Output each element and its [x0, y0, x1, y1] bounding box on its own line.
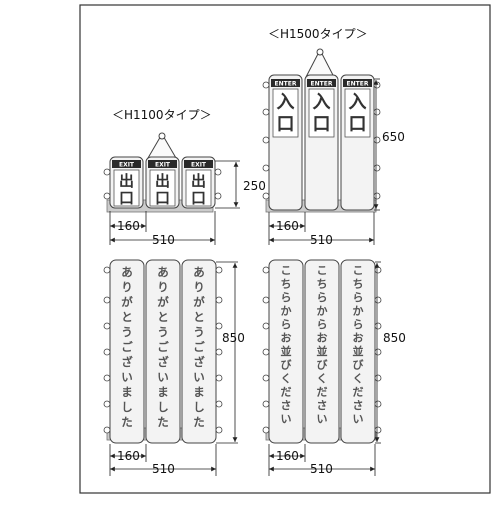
sign-text: 出口 [155, 172, 170, 207]
vertical-sign-text: ありがとうございました [157, 265, 169, 429]
column-1: ENTER 入口 [268, 74, 303, 211]
vertical-sign-text: ありがとうございました [193, 265, 205, 429]
exit-label: EXIT [191, 162, 207, 169]
column-2: EXIT 出口 [145, 156, 180, 209]
unit-width-dimension: 160 [276, 219, 299, 233]
column-2: ありがとうございました [145, 259, 181, 444]
exit-label: EXIT [155, 162, 171, 169]
unit-width-dimension: 160 [117, 219, 140, 233]
sign-text: 入口 [313, 92, 331, 135]
exit-header [148, 160, 177, 168]
total-width-dimension: 510 [310, 462, 333, 476]
vertical-sign-text: こちらからお並びください [317, 264, 329, 426]
column-1: こちらからお並びください [268, 259, 304, 444]
cone-tip [316, 48, 324, 56]
cone-tip [158, 132, 166, 140]
side-knobs [103, 266, 223, 434]
vertical-sign-text: ありがとうございました [121, 265, 133, 429]
total-width-dimension: 510 [152, 233, 175, 247]
side-knobs [103, 168, 222, 200]
height-dimension: 250 [243, 179, 266, 193]
sign-text: 出口 [119, 172, 134, 207]
sign-text: 入口 [349, 92, 367, 135]
exit-header [184, 160, 213, 168]
h1500-title: ＜H1500タイプ＞ [268, 27, 368, 41]
column-2: こちらからお並びください [304, 259, 340, 444]
column-1: ありがとうございました [109, 259, 145, 444]
height-dimension: 850 [383, 331, 406, 345]
column-3: ありがとうございました [181, 259, 217, 444]
vertical-sign-text: こちらからお並びください [353, 264, 365, 426]
thankyou-unit: ありがとうございました ありがとうございました ありがとうございました 850 … [103, 259, 245, 476]
enter-header [343, 79, 372, 87]
queue-here-unit: こちらからお並びください こちらからお並びください こちらからお並びください 8… [262, 259, 406, 476]
total-width-dimension: 510 [310, 233, 333, 247]
exit-header [112, 160, 141, 168]
h1100-title: ＜H1100タイプ＞ [112, 108, 212, 122]
h1100-exit-unit: ＜H1100タイプ＞ EXIT 出口 EXIT 出口 EXIT 出口 [103, 108, 266, 247]
sign-text: 出口 [191, 172, 206, 207]
enter-label: ENTER [275, 81, 297, 88]
h1500-enter-unit: ＜H1500タイプ＞ ENTER 入口 ENTER 入口 ENTER 入口 [262, 27, 405, 247]
unit-width-dimension: 160 [276, 449, 299, 463]
column-3: EXIT 出口 [181, 156, 216, 209]
sign-text: 入口 [277, 92, 295, 135]
vertical-sign-text: こちらからお並びください [281, 264, 293, 426]
column-3: ENTER 入口 [340, 74, 375, 211]
enter-label: ENTER [311, 81, 333, 88]
column-3: こちらからお並びください [340, 259, 376, 444]
enter-header [271, 79, 300, 87]
enter-label: ENTER [347, 81, 369, 88]
height-dimension: 850 [222, 331, 245, 345]
exit-label: EXIT [119, 162, 135, 169]
diagram-frame [79, 4, 491, 494]
column-1: EXIT 出口 [109, 156, 144, 209]
column-2: ENTER 入口 [304, 74, 339, 211]
total-width-dimension: 510 [152, 462, 175, 476]
height-dimension: 650 [382, 130, 405, 144]
enter-header [307, 79, 336, 87]
unit-width-dimension: 160 [117, 449, 140, 463]
